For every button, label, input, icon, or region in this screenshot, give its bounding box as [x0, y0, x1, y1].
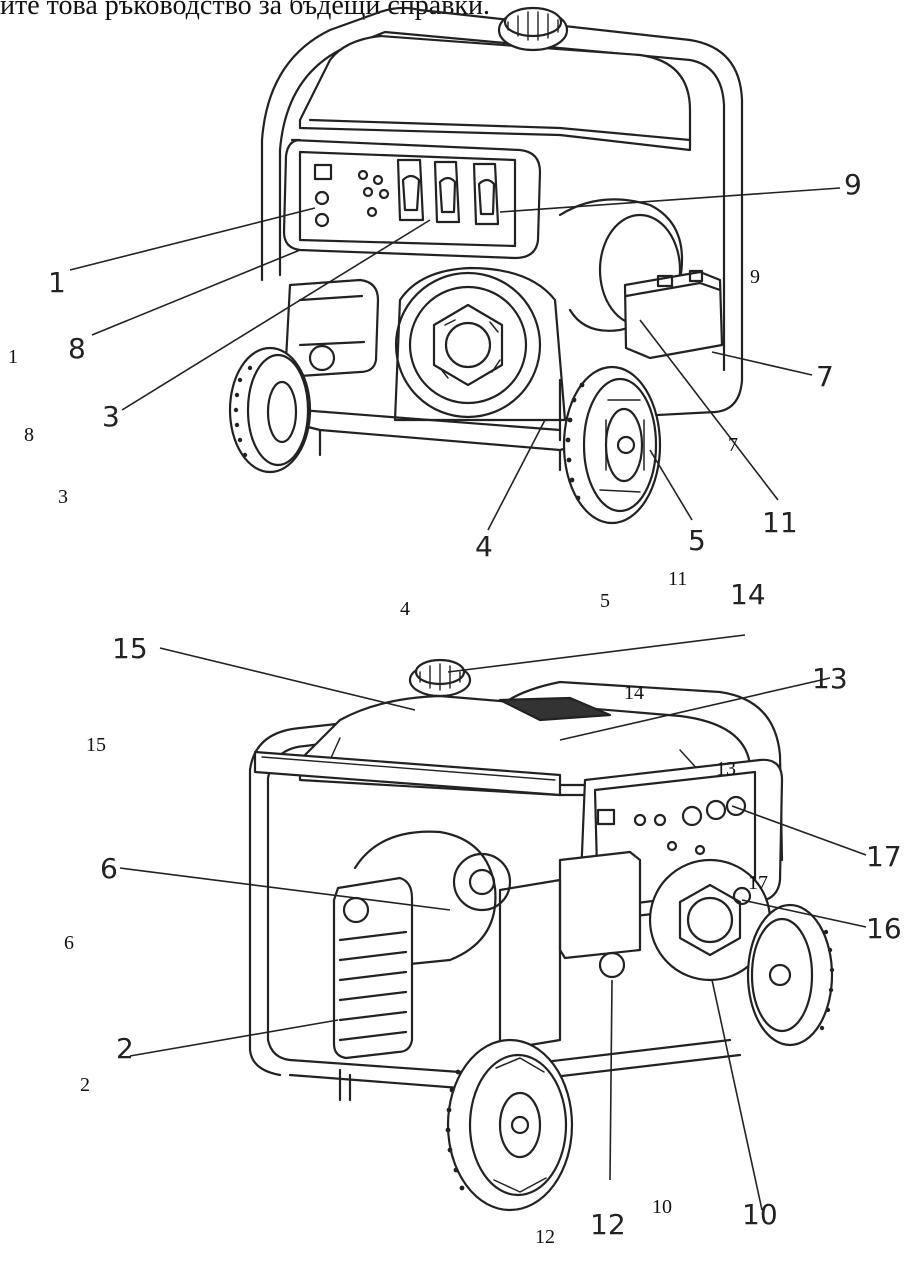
dup-label-15: 15 [86, 734, 106, 756]
callout-top-11: 11 [762, 506, 798, 539]
callout-top-3: 3 [102, 400, 120, 433]
callout-bottom-2: 2 [116, 1032, 134, 1065]
callout-bottom-13: 13 [812, 662, 848, 695]
dup-label-1: 1 [8, 346, 18, 368]
callout-bottom-10: 10 [742, 1198, 778, 1231]
dup-label-17: 17 [748, 872, 768, 894]
dup-label-11: 11 [668, 568, 688, 590]
dup-label-7: 7 [728, 434, 738, 456]
callout-top-4: 4 [475, 530, 493, 563]
dup-label-8: 8 [24, 424, 34, 446]
generator-front-illustration [69, 6, 841, 531]
dup-label-9: 9 [750, 266, 760, 288]
generator-rear-illustration [119, 634, 867, 1212]
callout-bottom-12: 12 [590, 1208, 626, 1241]
dup-label-5: 5 [600, 590, 610, 612]
dup-label-14: 14 [624, 682, 644, 704]
dup-label-2: 2 [80, 1074, 90, 1096]
callout-bottom-15: 15 [112, 632, 148, 665]
callout-top-5: 5 [688, 524, 706, 557]
callout-bottom-16: 16 [866, 912, 902, 945]
callout-top-8: 8 [68, 332, 86, 365]
dup-label-3: 3 [58, 486, 68, 508]
dup-label-4: 4 [400, 598, 410, 620]
dup-label-13: 13 [716, 758, 736, 780]
callout-top-7: 7 [816, 360, 834, 393]
callout-top-1: 1 [48, 266, 66, 299]
callout-bottom-6: 6 [100, 852, 118, 885]
dup-label-10: 10 [652, 1196, 672, 1218]
callout-top-9: 9 [844, 168, 862, 201]
dup-label-12: 12 [535, 1226, 555, 1248]
callout-bottom-17: 17 [866, 840, 902, 873]
dup-label-6: 6 [64, 932, 74, 954]
callout-bottom-14: 14 [730, 578, 766, 611]
